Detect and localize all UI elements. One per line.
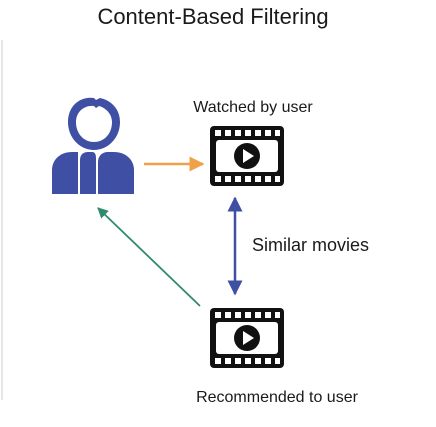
recommended-arrow: [97, 207, 201, 307]
user-icon: [52, 97, 134, 194]
film-watched-icon: [210, 126, 284, 186]
similar-movies-label: Similar movies: [252, 235, 369, 255]
watched-label: Watched by user: [193, 99, 313, 116]
diagram-title: Content-Based Filtering: [97, 4, 328, 29]
film-recommended-icon: [210, 308, 284, 368]
recommended-label: Recommended to user: [196, 389, 359, 406]
